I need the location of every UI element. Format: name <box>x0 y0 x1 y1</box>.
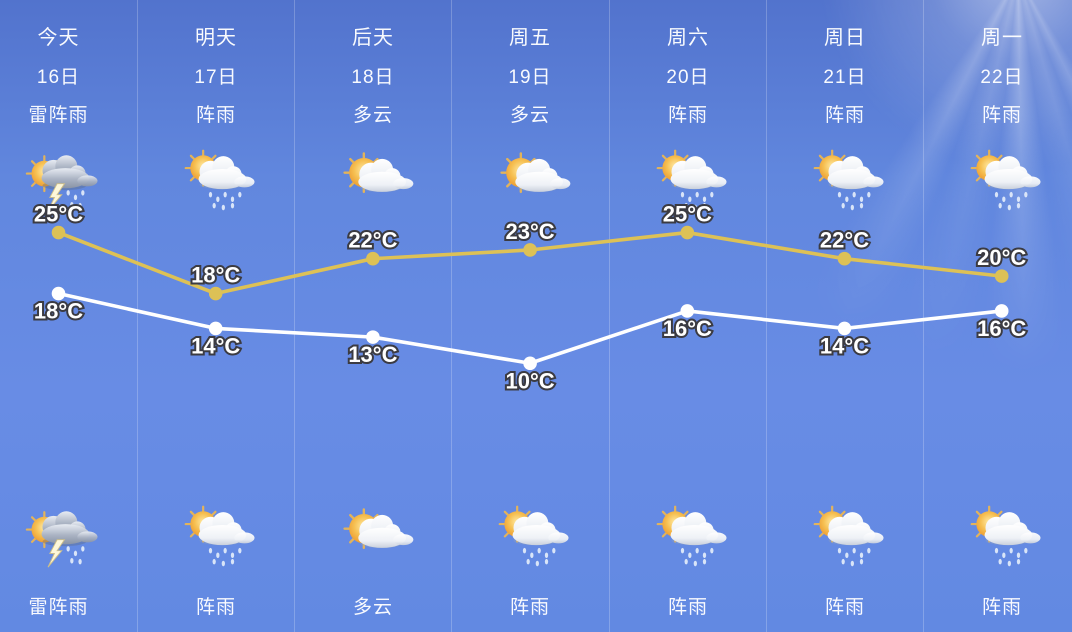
night-condition: 多云 <box>352 597 393 618</box>
night-weather-icon <box>801 503 889 569</box>
day-date: 17日 <box>194 67 238 88</box>
night-weather-icon <box>644 503 732 569</box>
night-weather-icon <box>329 503 417 569</box>
day-weather-icon <box>486 147 574 213</box>
day-condition: 多云 <box>352 105 393 126</box>
night-condition: 阵雨 <box>824 597 865 618</box>
day-name: 后天 <box>352 27 394 49</box>
day-name: 周五 <box>509 27 551 49</box>
day-date: 20日 <box>666 67 710 88</box>
night-weather-icon <box>958 503 1046 569</box>
night-condition: 阵雨 <box>509 597 550 618</box>
day-condition: 阵雨 <box>667 105 708 126</box>
night-weather-icon <box>172 503 260 569</box>
night-weather-icon <box>486 503 574 569</box>
night-condition: 阵雨 <box>981 597 1022 618</box>
day-column-2[interactable]: 明天 17日 阵雨 阵雨 <box>137 0 294 632</box>
day-condition: 阵雨 <box>824 105 865 126</box>
day-date: 22日 <box>980 67 1024 88</box>
day-weather-icon <box>801 147 889 213</box>
day-name: 周一 <box>981 27 1023 49</box>
day-weather-icon <box>329 147 417 213</box>
day-date: 19日 <box>508 67 552 88</box>
day-name: 明天 <box>195 27 237 49</box>
night-weather-icon <box>15 503 103 569</box>
night-condition: 阵雨 <box>667 597 708 618</box>
day-column-6[interactable]: 周日 21日 阵雨 阵雨 <box>766 0 923 632</box>
day-weather-icon <box>15 147 103 213</box>
day-condition: 雷阵雨 <box>28 105 89 126</box>
day-condition: 阵雨 <box>981 105 1022 126</box>
day-name: 周六 <box>667 27 709 49</box>
day-name: 今天 <box>37 27 80 49</box>
day-date: 16日 <box>36 67 81 88</box>
night-condition: 阵雨 <box>195 597 236 618</box>
day-column-4[interactable]: 周五 19日 多云 阵雨 <box>451 0 608 632</box>
day-date: 18日 <box>351 67 395 88</box>
day-column-1[interactable]: 今天 16日 雷阵雨 雷阵雨 <box>0 0 137 632</box>
day-column-7[interactable]: 周一 22日 阵雨 阵雨 <box>923 0 1072 632</box>
day-weather-icon <box>644 147 732 213</box>
day-date: 21日 <box>823 67 867 88</box>
night-condition: 雷阵雨 <box>28 597 89 618</box>
day-condition: 阵雨 <box>195 105 236 126</box>
day-weather-icon <box>172 147 260 213</box>
day-name: 周日 <box>824 27 866 49</box>
day-column-3[interactable]: 后天 18日 多云 多云 <box>294 0 451 632</box>
day-column-5[interactable]: 周六 20日 阵雨 阵雨 <box>609 0 766 632</box>
day-condition: 多云 <box>509 105 550 126</box>
day-weather-icon <box>958 147 1046 213</box>
